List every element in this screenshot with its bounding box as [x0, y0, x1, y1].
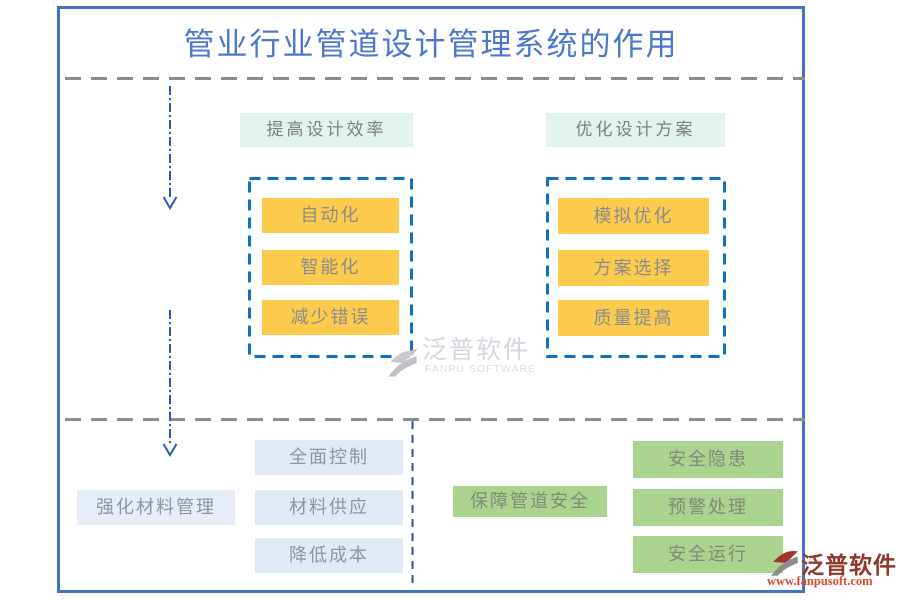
material-item-full-control: 全面控制 — [255, 440, 403, 475]
watermark-fan-icon — [388, 348, 418, 377]
brand-name: 泛普软件 — [801, 553, 897, 578]
watermark: 泛普软件 FANPU SOFTWARE — [383, 330, 563, 385]
section-divider-top — [65, 77, 805, 80]
benefit-item-automation: 自动化 — [262, 198, 399, 233]
benefit-item-intelligence: 智能化 — [262, 250, 399, 285]
material-item-cost-reduction: 降低成本 — [255, 538, 403, 573]
group-header-design-efficiency: 提高设计效率 — [240, 113, 413, 147]
safety-item-hazards: 安全隐患 — [633, 441, 783, 478]
brand-fan-icon — [771, 550, 798, 576]
group-label-material-management: 强化材料管理 — [77, 490, 235, 525]
material-item-supply: 材料供应 — [255, 490, 403, 525]
watermark-subtitle: FANPU SOFTWARE — [425, 363, 537, 375]
outer-border-frame — [57, 6, 805, 593]
diagram-title: 管业行业管道设计管理系统的作用 — [183, 27, 679, 62]
watermark-name: 泛普软件 — [422, 337, 531, 364]
benefit-item-simulation: 模拟优化 — [558, 198, 709, 234]
safety-item-warning-handling: 预警处理 — [633, 489, 783, 526]
section-divider-bottom — [65, 418, 805, 421]
safety-item-safe-operation: 安全运行 — [633, 536, 783, 573]
benefit-item-plan-selection: 方案选择 — [558, 250, 709, 286]
group-label-pipeline-safety: 保障管道安全 — [453, 486, 607, 517]
benefit-item-reduce-errors: 减少错误 — [262, 300, 399, 335]
brand-url: www.fanpusoft.com — [767, 574, 873, 588]
brand-logo: 泛普软件 www.fanpusoft.com — [765, 545, 900, 595]
group-header-optimize-plan: 优化设计方案 — [546, 113, 725, 147]
benefit-item-quality: 质量提高 — [558, 300, 709, 336]
